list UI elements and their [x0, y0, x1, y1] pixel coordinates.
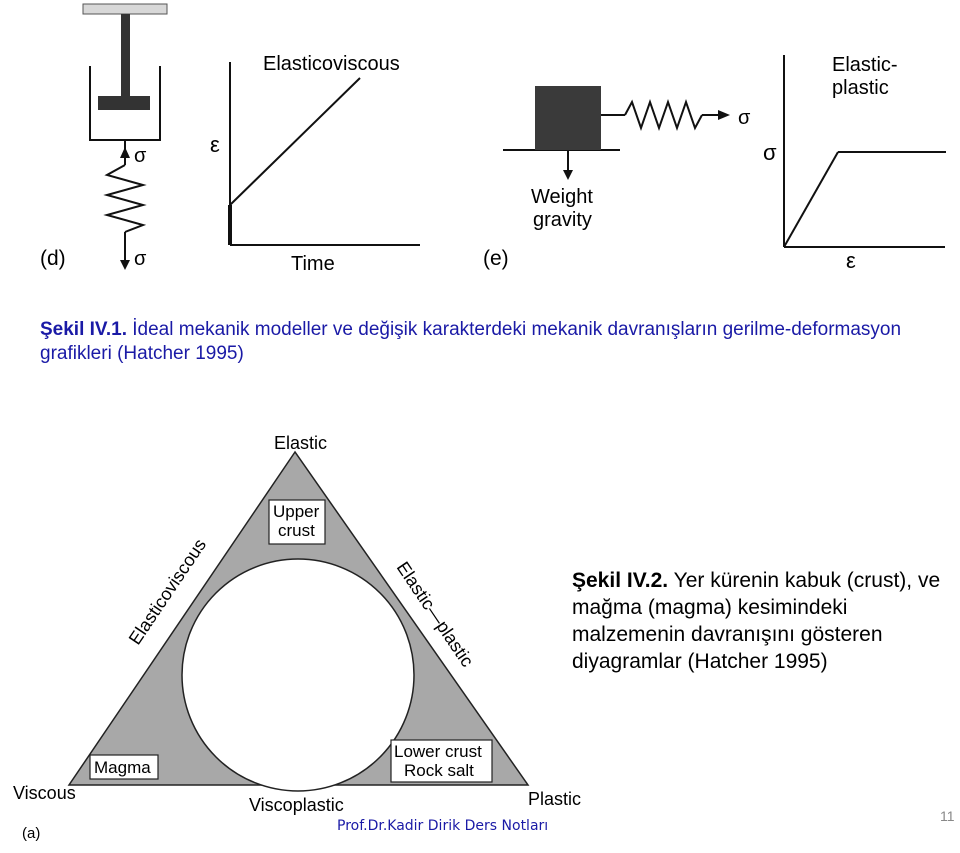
- corner-elastic: Elastic: [274, 433, 327, 453]
- graph-d-title: Elasticoviscous: [263, 53, 400, 75]
- page-number: 11: [940, 808, 955, 824]
- sigma-arrow-label: σ: [738, 107, 751, 129]
- caption-2-text: Yer kürenin kabuk (crust), ve mağma (mag…: [572, 569, 941, 673]
- sigma-bottom-label: σ: [134, 248, 147, 270]
- panel-d-letter: (d): [40, 247, 66, 270]
- upper-crust-box: [268, 499, 326, 545]
- magma-label: Magma: [94, 758, 151, 777]
- elasticoviscous-graph: [228, 62, 420, 246]
- graph-e-y-axis: σ: [763, 140, 777, 165]
- sigma-top-label: σ: [134, 145, 147, 167]
- graph-e-x-axis: ε: [846, 248, 856, 273]
- corner-viscous: Viscous: [13, 783, 76, 803]
- panel-e-letter: (e): [483, 247, 509, 270]
- gravity-label: gravity: [533, 209, 592, 231]
- dashpot-spring-model: [82, 3, 168, 270]
- graph-e-title-2: plastic: [832, 77, 889, 99]
- lower-crust-label: Lower crust: [394, 742, 482, 761]
- caption-1-text: İdeal mekanik modeller ve değişik karakt…: [40, 319, 902, 364]
- footer-author: Prof.Dr.Kadir Dirik Ders Notları: [337, 818, 549, 834]
- graph-e-title-1: Elastic-: [832, 54, 898, 76]
- magma-box: [89, 754, 159, 780]
- triangle-diagram: Upper crust Magma Lower crust Rock salt …: [13, 433, 581, 842]
- corner-plastic: Plastic: [528, 789, 581, 809]
- rock-salt-label: Rock salt: [404, 761, 474, 780]
- caption-figure-1: Şekil IV.1. İdeal mekanik modeller ve de…: [40, 318, 945, 366]
- upper-crust-line2: crust: [278, 521, 315, 540]
- weight-label: Weight: [531, 186, 593, 208]
- center-circle: [181, 558, 415, 792]
- panel-a-letter: (a): [22, 825, 40, 842]
- upper-crust-line1: Upper: [273, 502, 320, 521]
- elastic-plastic-graph: [783, 55, 946, 248]
- block-spring-model: [503, 86, 730, 180]
- figure-top: σ σ (d) Elasticoviscous ε Time σ Weight …: [40, 3, 946, 275]
- graph-d-y-axis: ε: [210, 132, 220, 157]
- caption-2-label: Şekil IV.2.: [572, 569, 669, 592]
- side-viscoplastic: Viscoplastic: [249, 795, 344, 815]
- graph-d-x-axis: Time: [291, 253, 335, 275]
- caption-1-label: Şekil IV.1.: [40, 319, 127, 340]
- lower-crust-box: [390, 739, 493, 783]
- caption-figure-2: Şekil IV.2. Yer kürenin kabuk (crust), v…: [572, 567, 952, 675]
